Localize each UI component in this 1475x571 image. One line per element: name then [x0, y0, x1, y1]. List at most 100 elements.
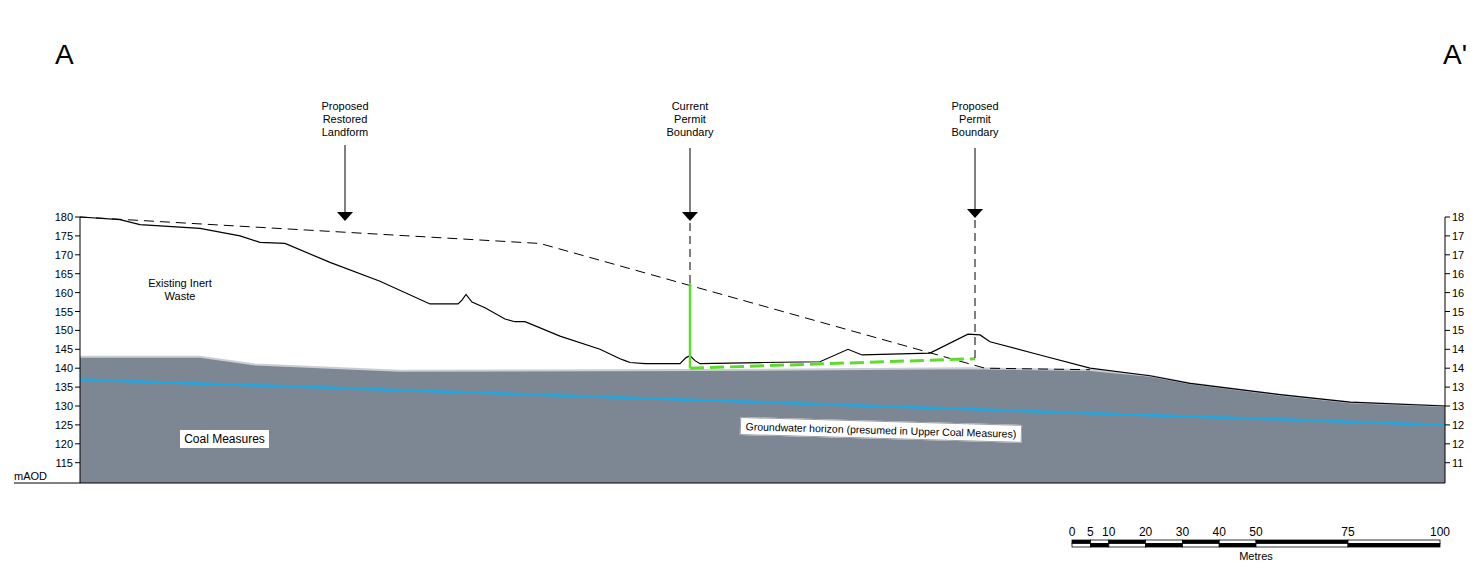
- datum-line: [14, 483, 1445, 484]
- axis-tick: [75, 254, 80, 255]
- axis-value: 17: [1452, 229, 1464, 242]
- scale-value: 75: [1341, 525, 1354, 539]
- scale-segment: [1182, 540, 1219, 544]
- axis-value: 11: [1452, 456, 1463, 469]
- axis-value: 165: [55, 267, 73, 280]
- scale-segment: [1348, 544, 1440, 548]
- axis-value: 170: [55, 248, 73, 261]
- pointer-line: [345, 145, 346, 213]
- scale-value: 0: [1069, 525, 1076, 539]
- axis-tick: [1445, 462, 1450, 463]
- scale-value: 10: [1102, 525, 1115, 539]
- axis-tick: [1445, 349, 1450, 350]
- scale-value: 30: [1176, 525, 1189, 539]
- axis-value: 15: [1452, 324, 1464, 337]
- axis-value: 12: [1452, 418, 1464, 431]
- axis-value: 13: [1452, 381, 1464, 394]
- annotation-label: Current Permit Boundary: [657, 100, 723, 139]
- axis-value: 150: [55, 324, 73, 337]
- axis-tick: [75, 330, 80, 331]
- axis-value: 18: [1452, 211, 1464, 224]
- axis-value: 155: [55, 305, 73, 318]
- axis-value: 16: [1452, 267, 1464, 280]
- scale-segment: [1146, 540, 1183, 544]
- axis-tick: [1445, 254, 1450, 255]
- axis-tick: [75, 424, 80, 425]
- scale-unit: Metres: [1239, 550, 1273, 563]
- axis-value: 140: [55, 362, 73, 375]
- axis-value: 180: [55, 211, 73, 224]
- scale-segment: [1109, 540, 1146, 544]
- current-permit-line: [689, 283, 692, 368]
- annotation-label: Proposed Permit Boundary: [942, 100, 1008, 139]
- axis-value: 17: [1452, 248, 1464, 261]
- axis-value: 160: [55, 286, 73, 299]
- axis-value: 135: [55, 381, 73, 394]
- scale-segment: [1219, 540, 1256, 544]
- rockhead-line: [80, 357, 1445, 406]
- axis-value: 13: [1452, 400, 1464, 413]
- pointer-line: [690, 148, 691, 213]
- axis-tick: [75, 349, 80, 350]
- axis-tick: [75, 443, 80, 444]
- scale-segment: [1090, 540, 1108, 544]
- formation-label-box: Coal Measures: [180, 430, 269, 448]
- axis-tick: [75, 311, 80, 312]
- axis-tick: [75, 235, 80, 236]
- axis-tick: [1445, 235, 1450, 236]
- axis-tick: [1445, 217, 1450, 218]
- scale-value: 40: [1213, 525, 1226, 539]
- axis-value: 16: [1452, 286, 1464, 299]
- scale-segment: [1072, 540, 1090, 544]
- axis-tick: [75, 462, 80, 463]
- scale-segment: [1219, 544, 1256, 548]
- scale-value: 100: [1430, 525, 1450, 539]
- axis-tick: [75, 292, 80, 293]
- axis-value: 175: [55, 229, 73, 242]
- scale-value: 50: [1249, 525, 1262, 539]
- axis-tick: [1445, 387, 1450, 388]
- left-axis: [80, 217, 81, 483]
- axis-tick: [1445, 368, 1450, 369]
- scale-segment: [1256, 544, 1348, 548]
- axis-tick: [1445, 406, 1450, 407]
- axis-tick: [75, 217, 80, 218]
- scale-value: 5: [1087, 525, 1094, 539]
- arrowhead: [967, 209, 983, 218]
- axis-tick: [1445, 443, 1450, 444]
- arrowhead: [337, 212, 353, 221]
- axis-tick: [1445, 330, 1450, 331]
- axis-value: 14: [1452, 362, 1464, 375]
- axis-value: 145: [55, 343, 73, 356]
- section-end-label: A': [1443, 40, 1467, 70]
- axis-value: 120: [55, 437, 73, 450]
- scale-segment: [1256, 540, 1348, 544]
- arrowhead: [682, 212, 698, 221]
- scale-segment: [1146, 544, 1183, 548]
- existing-ground-line: [80, 217, 1445, 406]
- scale-value: 20: [1139, 525, 1152, 539]
- axis-value: 130: [55, 400, 73, 413]
- axis-value: 115: [55, 456, 73, 469]
- boundary-dashed-line: [690, 223, 691, 283]
- axis-tick: [75, 368, 80, 369]
- axis-value: 12: [1452, 437, 1464, 450]
- node-text: Coal Measures: [180, 432, 269, 446]
- boundary-dashed-line: [975, 220, 976, 359]
- axis-value: 125: [55, 418, 73, 431]
- axis-tick: [1445, 424, 1450, 425]
- scale-segment: [1072, 544, 1090, 548]
- axis-tick: [1445, 311, 1450, 312]
- axis-tick: [1445, 292, 1450, 293]
- axis-unit: mAOD: [14, 470, 47, 483]
- right-axis: [1445, 217, 1446, 483]
- scale-segment: [1090, 544, 1108, 548]
- axis-tick: [75, 273, 80, 274]
- axis-value: 15: [1452, 305, 1464, 318]
- annotation-label: Proposed Restored Landform: [309, 100, 381, 139]
- proposed-permit-base-line: [690, 359, 975, 368]
- coal-measures-ground: [80, 357, 1445, 483]
- scale-segment: [1182, 544, 1219, 548]
- material-label: Existing Inert Waste: [144, 277, 216, 303]
